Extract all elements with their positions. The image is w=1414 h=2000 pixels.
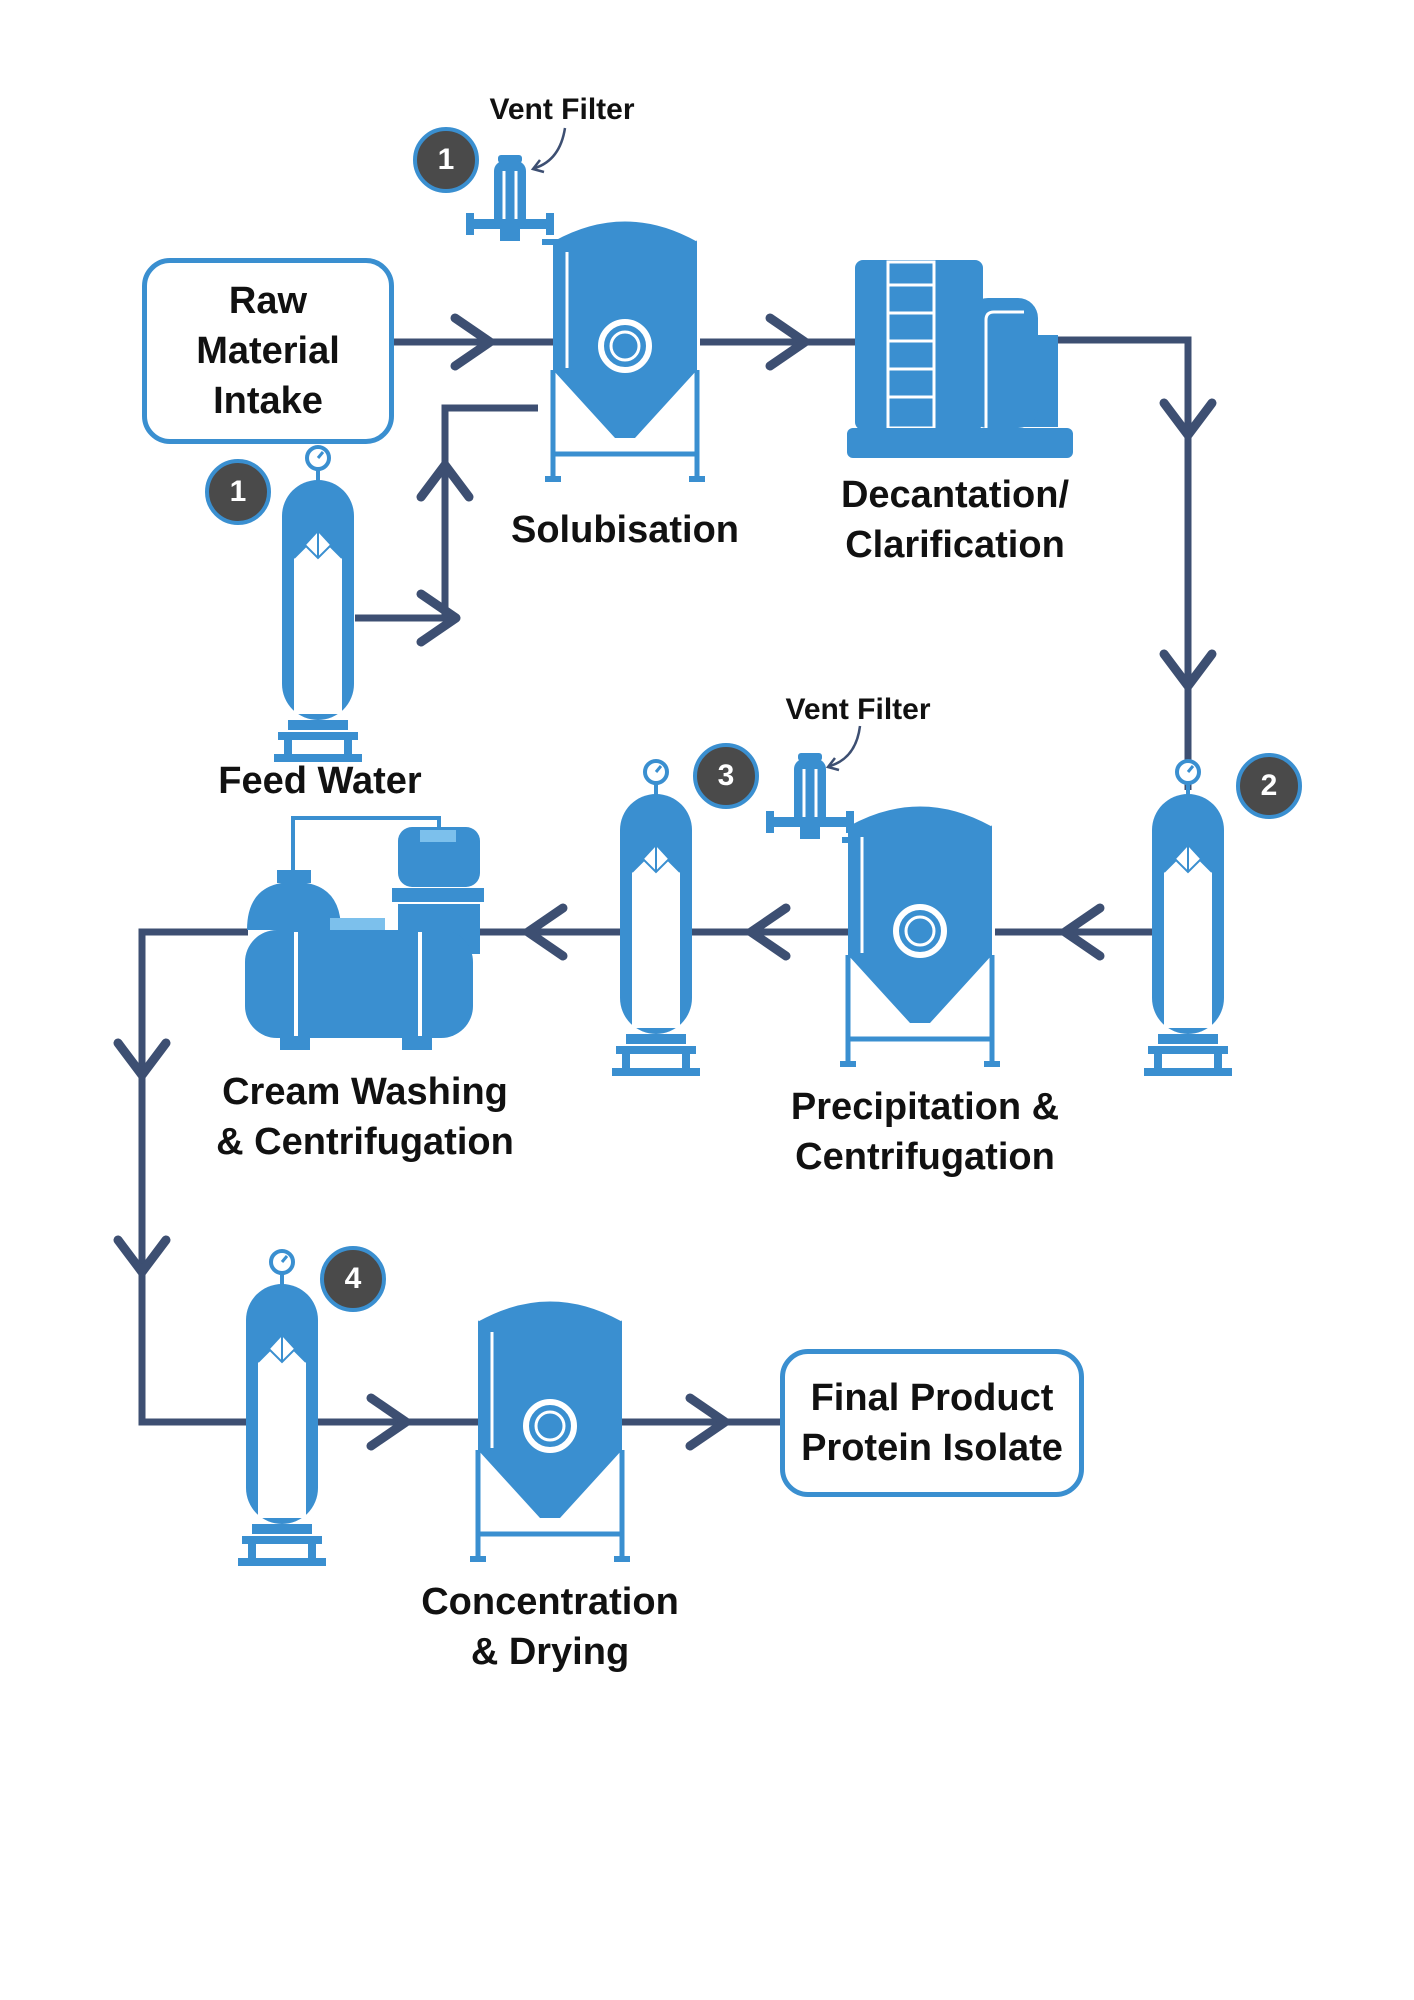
solubisation-label: Solubisation — [511, 509, 739, 551]
flow-arrow-icon — [523, 903, 568, 961]
flow-line-feedwater-to-solubisation — [355, 404, 538, 622]
decanter-tank-icon — [847, 260, 1073, 458]
badge-filter-3: 3 — [693, 743, 759, 809]
flow-arrow-icon — [765, 313, 810, 371]
flow-arrow-icon — [113, 1038, 171, 1080]
badge-vent-filter-1: 1 — [413, 127, 479, 193]
flow-arrow-icon — [1060, 903, 1105, 961]
centrifuge-icon — [245, 816, 484, 1050]
flow-line-decantation-to-filter — [1040, 336, 1192, 790]
flow-arrow-icon — [1159, 649, 1217, 691]
precipitation-label: Precipitation & Centrifugation — [790, 1086, 1060, 1178]
flow-arrow-icon — [1159, 398, 1217, 440]
vent-filter-icon — [764, 751, 856, 841]
raw-material-intake-box: Raw Material Intake — [142, 258, 394, 444]
vent-filter-middle-label: Vent Filter — [785, 693, 931, 726]
concentration-label: Concentration & Drying — [421, 1581, 679, 1673]
badge-filter-4: 4 — [320, 1246, 386, 1312]
cartridge-filter-icon — [610, 759, 702, 1078]
flow-arrow-icon — [416, 589, 461, 647]
flow-arrow-icon — [366, 1393, 411, 1451]
flow-arrow-icon — [685, 1393, 730, 1451]
vent-filter-pointer — [829, 725, 862, 768]
flow-arrow-icon — [450, 313, 495, 371]
vent-filter-top-label: Vent Filter — [489, 93, 635, 126]
badge-feed-water-1: 1 — [205, 459, 271, 525]
solubisation-tank-icon — [545, 220, 705, 482]
flow-arrow-icon — [746, 903, 791, 961]
precipitation-tank-icon — [840, 805, 1000, 1067]
concentration-tank-icon — [470, 1300, 630, 1562]
vent-filter-icon — [464, 153, 556, 243]
flow-arrow-icon — [113, 1235, 171, 1277]
final-product-box: Final Product Protein Isolate — [780, 1349, 1084, 1497]
cream-washing-label: Cream Washing & Centrifugation — [216, 1071, 514, 1163]
decantation-label: Decantation/ Clarification — [840, 474, 1070, 566]
flow-arrow-icon — [416, 460, 474, 502]
feed-water-filter-icon — [272, 445, 364, 764]
badge-filter-2: 2 — [1236, 753, 1302, 819]
cartridge-filter-icon — [236, 1249, 328, 1568]
cartridge-filter-icon — [1142, 759, 1234, 1078]
vent-filter-pointer — [534, 127, 567, 170]
feed-water-label: Feed Water — [218, 760, 422, 802]
flow-line-cream-washing-to-filter — [138, 928, 248, 1426]
